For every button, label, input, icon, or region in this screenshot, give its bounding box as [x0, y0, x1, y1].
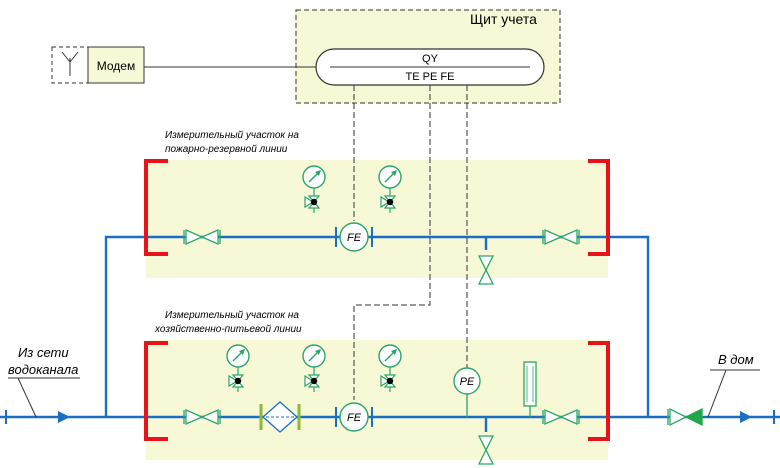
inlet-label-2: водоканала [8, 362, 78, 377]
inlet-arrow-icon [58, 411, 70, 423]
outlet-label: В дом [718, 352, 754, 367]
domestic-section-caption-2: хозяйственно-питьевой линии [154, 324, 302, 335]
controller-line1: QY [422, 53, 439, 65]
pressure-sensor: PE [453, 367, 481, 417]
modem-box [87, 46, 145, 84]
flow-meter-label: FE [347, 412, 362, 424]
inlet-leader-slant [17, 377, 37, 418]
rotameter-icon [523, 361, 537, 417]
inlet-label-1: Из сети [18, 345, 69, 360]
fire-section-caption-1: Измерительный участок на [165, 130, 299, 141]
controller-line2: TE PE FE [406, 71, 455, 83]
flow-meter-label: FE [347, 232, 362, 244]
brackets [144, 159, 610, 441]
outlet-arrow-icon [740, 411, 752, 423]
antenna-icon [61, 51, 79, 76]
filter-icon [259, 401, 301, 433]
panel-title: Щит учета [470, 11, 537, 27]
fire-line-zone [146, 160, 608, 278]
outlet-leader-slant [707, 369, 727, 418]
flow-meter-upper: FE [335, 222, 373, 252]
fire-section-caption-2: пожарно-резервной линии [165, 144, 288, 155]
signal-lines [353, 85, 468, 400]
flow-meter-lower: FE [335, 402, 373, 432]
pressure-sensor-label: PE [460, 376, 475, 388]
check-valve-icon [667, 407, 703, 427]
domestic-section-caption-1: Измерительный участок на [165, 310, 299, 321]
domestic-line-zone [146, 340, 608, 460]
modem-label: Модем [97, 59, 135, 73]
